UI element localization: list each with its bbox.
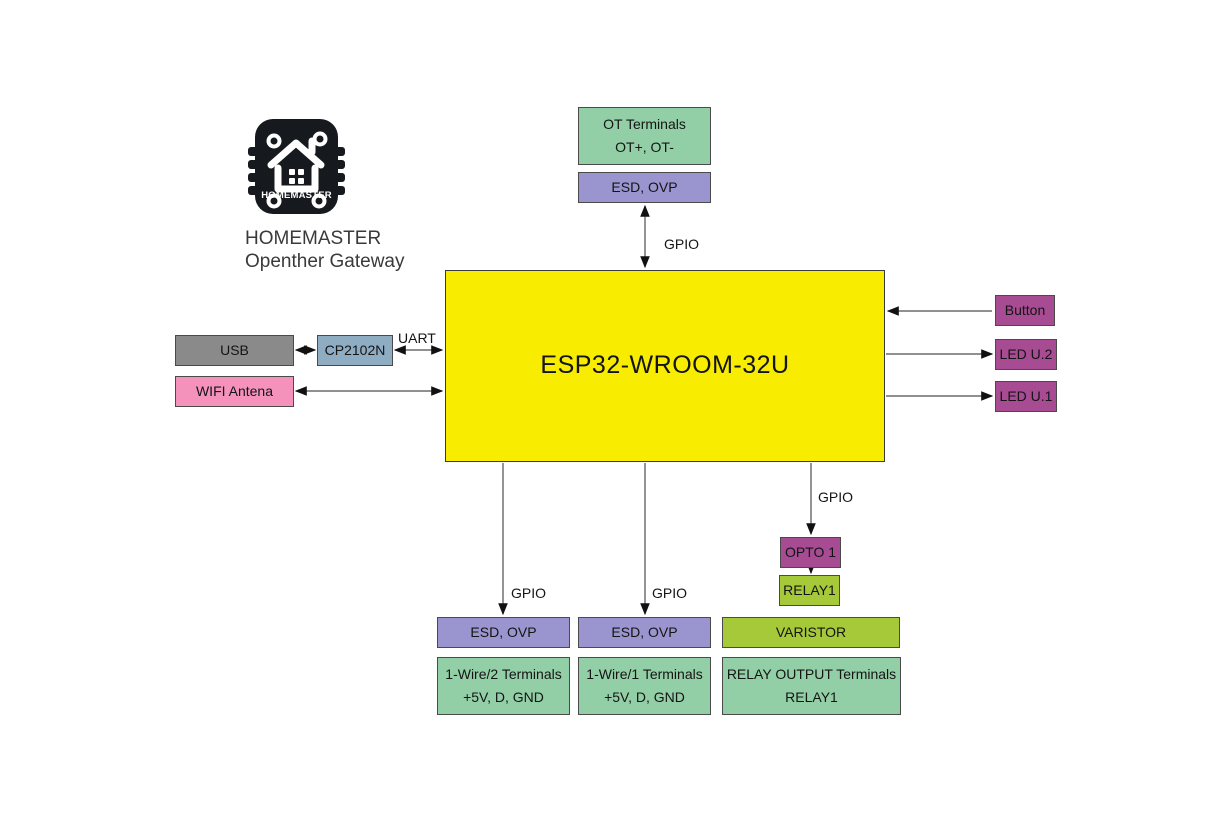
esd-ovp-ot-label: ESD, OVP <box>611 178 678 195</box>
varistor-box: VARISTOR <box>722 617 900 648</box>
homemaster-logo: HOMEMASTER <box>248 119 345 214</box>
one-wire-1-line2: +5V, D, GND <box>604 689 685 705</box>
esd-ovp-1wire2-label: ESD, OVP <box>470 623 537 640</box>
gpio-relay-wire-label: GPIO <box>818 489 854 505</box>
diagram-title-line1: HOMEMASTER <box>245 228 382 249</box>
button-label: Button <box>1004 301 1046 318</box>
gpio-1wire2-wire-label: GPIO <box>511 585 547 601</box>
led-u2-box: LED U.2 <box>995 339 1057 370</box>
diagram-title: HOMEMASTER Openther Gateway <box>245 227 404 273</box>
one-wire-2-line2: +5V, D, GND <box>463 689 544 705</box>
usb-box: USB <box>175 335 294 366</box>
one-wire-1-line1: 1-Wire/1 Terminals <box>586 665 703 682</box>
uart-wire-label: UART <box>398 330 436 346</box>
led-u1-label: LED U.1 <box>999 387 1053 404</box>
cp2102n-box: CP2102N <box>317 335 393 366</box>
ot-terminals-box: OT Terminals OT+, OT- <box>578 107 711 165</box>
opto1-label: OPTO 1 <box>784 543 837 560</box>
usb-label: USB <box>220 341 249 358</box>
wifi-antenna-box: WIFI Antena <box>175 376 294 407</box>
esp32-label: ESP32-WROOM-32U <box>540 351 790 380</box>
esd-ovp-1wire1-box: ESD, OVP <box>578 617 711 648</box>
house-icon <box>267 137 325 193</box>
relay-output-line1: RELAY OUTPUT Terminals <box>726 665 897 682</box>
ot-terminals-line2: OT+, OT- <box>615 139 674 155</box>
esp32-box: ESP32-WROOM-32U <box>445 270 885 462</box>
gpio-ot-wire-label: GPIO <box>664 236 700 252</box>
relay1-box: RELAY1 <box>779 575 840 606</box>
one-wire-2-line1: 1-Wire/2 Terminals <box>445 665 562 682</box>
varistor-label: VARISTOR <box>775 623 847 640</box>
one-wire-2-terminals-box: 1-Wire/2 Terminals +5V, D, GND <box>437 657 570 715</box>
logo-wordmark: HOMEMASTER <box>261 190 332 201</box>
one-wire-1-terminals-box: 1-Wire/1 Terminals +5V, D, GND <box>578 657 711 715</box>
led-u2-label: LED U.2 <box>999 345 1053 362</box>
ot-terminals-line1: OT Terminals <box>603 115 686 132</box>
esd-ovp-1wire2-box: ESD, OVP <box>437 617 570 648</box>
led-u1-box: LED U.1 <box>995 381 1057 412</box>
gpio-1wire1-wire-label: GPIO <box>652 585 688 601</box>
button-box: Button <box>995 295 1055 326</box>
opto1-box: OPTO 1 <box>780 537 841 568</box>
cp2102n-label: CP2102N <box>324 341 386 358</box>
esd-ovp-ot-box: ESD, OVP <box>578 172 711 203</box>
relay-output-line2: RELAY1 <box>785 689 838 705</box>
diagram-title-line2: Openther Gateway <box>245 251 405 272</box>
relay1-label: RELAY1 <box>783 581 836 598</box>
screw-holes <box>266 131 328 209</box>
esd-ovp-1wire1-label: ESD, OVP <box>611 623 678 640</box>
house-window <box>289 169 304 184</box>
relay-output-terminals-box: RELAY OUTPUT Terminals RELAY1 <box>722 657 901 715</box>
wifi-antenna-label: WIFI Antena <box>195 382 274 399</box>
